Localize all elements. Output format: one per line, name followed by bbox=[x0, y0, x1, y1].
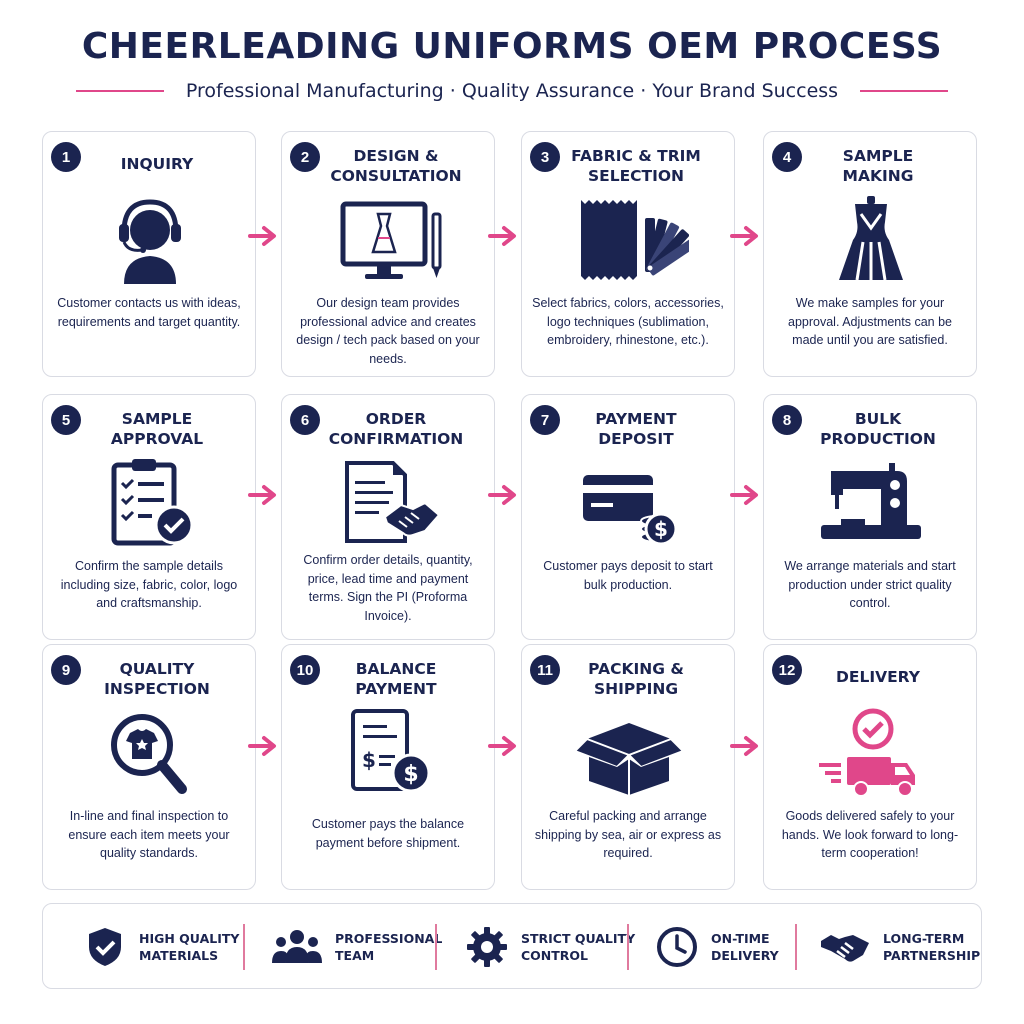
flow-arrow-right bbox=[248, 484, 282, 506]
step-number: 12 bbox=[772, 655, 802, 685]
step-card-12: 12 DELIVERY Goods delivered safely to yo… bbox=[763, 644, 977, 890]
step-title: BULK PRODUCTION bbox=[820, 410, 936, 448]
step-title: INQUIRY bbox=[120, 155, 194, 173]
page-title: CHEERLEADING UNIFORMS OEM PROCESS bbox=[81, 26, 943, 67]
shield-check-icon bbox=[89, 928, 121, 966]
step-title: DESIGN & CONSULTATION bbox=[330, 147, 462, 185]
step-number: 5 bbox=[51, 405, 81, 435]
step-description: We make samples for your approval. Adjus… bbox=[788, 296, 952, 347]
feature-label: LONG-TERM PARTNERSHIP bbox=[883, 931, 981, 963]
step-description: Select fabrics, colors, accessories, log… bbox=[532, 296, 724, 347]
invoice-dollar-icon: $ $ bbox=[329, 705, 449, 801]
step-description: Customer contacts us with ideas, require… bbox=[57, 296, 241, 329]
flow-arrow-right bbox=[248, 225, 282, 247]
step-number: 10 bbox=[290, 655, 320, 685]
step-number: 1 bbox=[51, 142, 81, 172]
handshake-icon bbox=[821, 935, 869, 962]
box-icon bbox=[569, 705, 689, 801]
step-card-9: 9 QUALITY INSPECTION In-line and final i… bbox=[42, 644, 256, 890]
step-number: 8 bbox=[772, 405, 802, 435]
step-card-1: 1 INQUIRY Customer contacts us with idea… bbox=[42, 131, 256, 377]
feature-long-term-partnership: LONG-TERM PARTNERSHIP bbox=[819, 904, 980, 990]
feature-divider bbox=[627, 924, 629, 970]
step-number: 4 bbox=[772, 142, 802, 172]
step-title: DELIVERY bbox=[836, 668, 920, 686]
step-description: Customer pays the balance payment before… bbox=[311, 817, 465, 850]
team-icon bbox=[272, 930, 322, 963]
step-title: PACKING & SHIPPING bbox=[588, 660, 684, 698]
subtitle-divider-right bbox=[860, 90, 949, 92]
clipboard-check-icon bbox=[90, 455, 210, 551]
customer-service-headset-icon bbox=[90, 192, 210, 288]
step-title: FABRIC & TRIM SELECTION bbox=[571, 147, 701, 185]
design-monitor-icon bbox=[329, 192, 449, 288]
step-card-4: 4 SAMPLE MAKING We make samples for your… bbox=[763, 131, 977, 377]
step-title: PAYMENT DEPOSIT bbox=[595, 410, 677, 448]
fabric-swatch-icon bbox=[569, 192, 689, 288]
step-title: SAMPLE MAKING bbox=[842, 147, 914, 185]
feature-strict-quality-control: STRICT QUALITY CONTROL bbox=[465, 904, 635, 990]
step-card-10: 10 BALANCE PAYMENT $ $ Customer pays the… bbox=[281, 644, 495, 890]
step-number: 7 bbox=[530, 405, 560, 435]
step-description: We arrange materials and start productio… bbox=[784, 559, 956, 610]
flow-arrow-right bbox=[488, 735, 522, 757]
feature-label: HIGH QUALITY MATERIALS bbox=[139, 931, 240, 963]
step-number: 3 bbox=[530, 142, 560, 172]
features-bar: HIGH QUALITY MATERIALS PROFESSIONAL TEAM… bbox=[42, 903, 982, 989]
step-card-6: 6 ORDER CONFIRMATION Confirm order detai… bbox=[281, 394, 495, 640]
step-card-11: 11 PACKING & SHIPPING Careful packing an… bbox=[521, 644, 735, 890]
step-number: 6 bbox=[290, 405, 320, 435]
step-card-3: 3 FABRIC & TRIM SELECTION Select fabrics… bbox=[521, 131, 735, 377]
step-description: Customer pays deposit to start bulk prod… bbox=[543, 559, 713, 592]
dress-form-icon bbox=[811, 192, 931, 288]
delivery-truck-icon bbox=[811, 705, 931, 801]
gear-check-icon bbox=[467, 927, 507, 967]
sewing-machine-icon bbox=[811, 455, 931, 551]
feature-high-quality-materials: HIGH QUALITY MATERIALS bbox=[83, 904, 239, 990]
step-number: 2 bbox=[290, 142, 320, 172]
subtitle-divider-left bbox=[75, 90, 164, 92]
step-card-2: 2 DESIGN & CONSULTATION Our design team … bbox=[281, 131, 495, 377]
feature-divider bbox=[435, 924, 437, 970]
feature-divider bbox=[795, 924, 797, 970]
feature-divider bbox=[243, 924, 245, 970]
step-title: QUALITY INSPECTION bbox=[104, 660, 210, 698]
svg-text:$: $ bbox=[362, 748, 376, 772]
step-card-7: 7 PAYMENT DEPOSIT $ Customer pays deposi… bbox=[521, 394, 735, 640]
step-card-8: 8 BULK PRODUCTION We arrange materials a… bbox=[763, 394, 977, 640]
feature-label: PROFESSIONAL TEAM bbox=[335, 931, 443, 963]
step-number: 9 bbox=[51, 655, 81, 685]
contract-handshake-icon bbox=[329, 455, 449, 551]
feature-on-time-delivery: ON-TIME DELIVERY bbox=[655, 904, 779, 990]
subtitle-row: Professional Manufacturing · Quality Ass… bbox=[0, 78, 1024, 104]
step-description: Goods delivered safely to your hands. We… bbox=[781, 809, 959, 860]
svg-text:$: $ bbox=[403, 762, 418, 787]
step-number: 11 bbox=[530, 655, 560, 685]
step-title: ORDER CONFIRMATION bbox=[328, 410, 464, 448]
step-description: Our design team provides professional ad… bbox=[296, 296, 480, 366]
flow-arrow-right bbox=[488, 225, 522, 247]
page-subtitle: Professional Manufacturing · Quality Ass… bbox=[185, 80, 839, 102]
step-title: BALANCE PAYMENT bbox=[355, 660, 437, 698]
step-card-5: 5 SAMPLE APPROVAL Confirm the sample det… bbox=[42, 394, 256, 640]
feature-label: STRICT QUALITY CONTROL bbox=[521, 931, 636, 963]
step-description: Careful packing and arrange shipping by … bbox=[534, 809, 722, 860]
step-description: Confirm order details, quantity, price, … bbox=[303, 553, 473, 623]
flow-arrow-right bbox=[248, 735, 282, 757]
flow-arrow-right bbox=[730, 484, 764, 506]
card-coins-icon: $ bbox=[569, 455, 689, 551]
flow-arrow-right bbox=[488, 484, 522, 506]
clock-icon bbox=[657, 927, 697, 967]
magnifier-shirt-icon bbox=[90, 705, 210, 801]
svg-text:$: $ bbox=[654, 517, 668, 541]
step-description: Confirm the sample details including siz… bbox=[60, 559, 238, 610]
feature-professional-team: PROFESSIONAL TEAM bbox=[271, 904, 442, 990]
step-title: SAMPLE APPROVAL bbox=[110, 410, 204, 448]
flow-arrow-right bbox=[730, 225, 764, 247]
feature-label: ON-TIME DELIVERY bbox=[711, 931, 779, 963]
step-description: In-line and final inspection to ensure e… bbox=[68, 809, 230, 860]
flow-arrow-right bbox=[730, 735, 764, 757]
